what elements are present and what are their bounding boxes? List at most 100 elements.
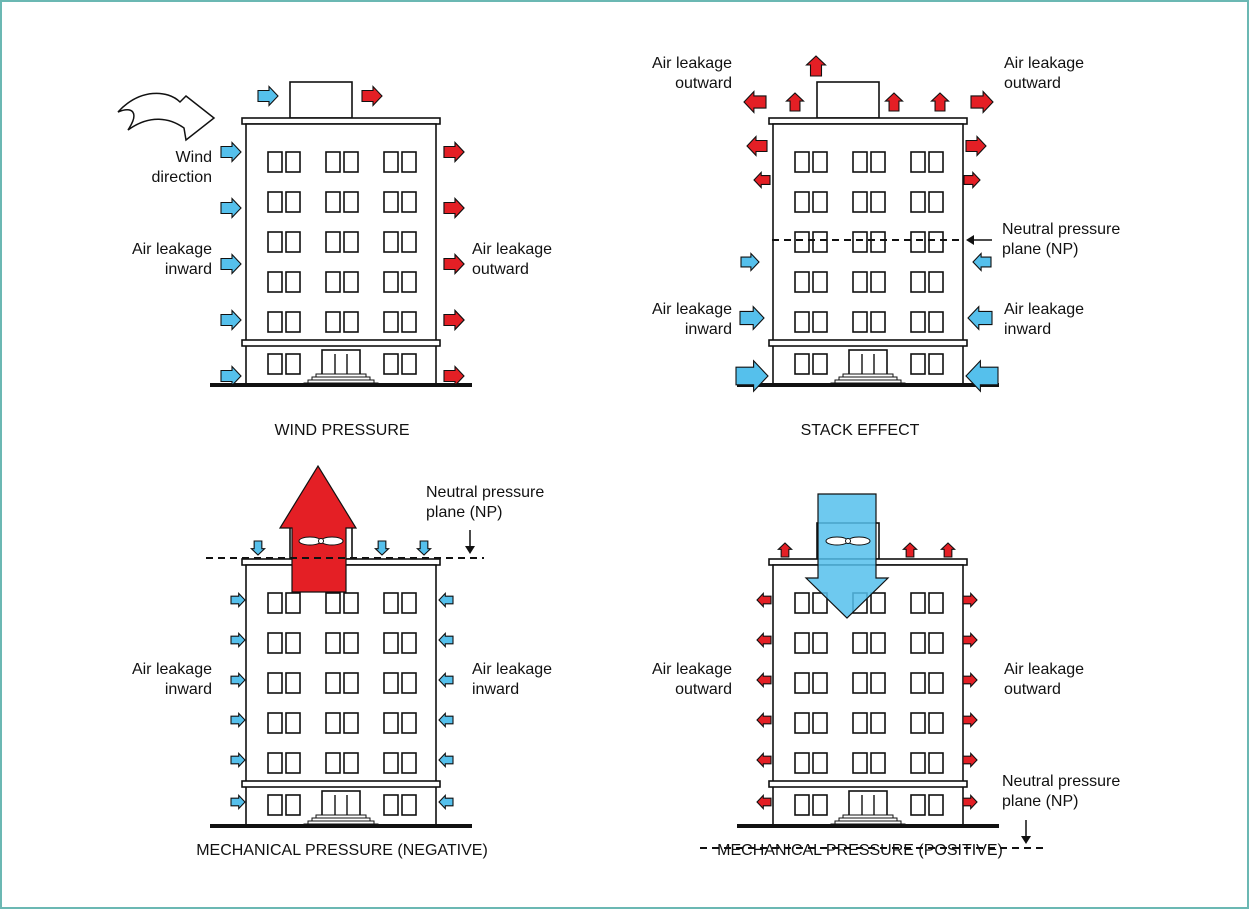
inward-arrow-icon: [230, 793, 246, 811]
window: [325, 271, 341, 293]
window: [285, 672, 301, 694]
window: [928, 752, 944, 774]
window: [852, 672, 868, 694]
window: [794, 231, 810, 253]
window: [910, 794, 926, 816]
outward-arrow-icon: [443, 141, 465, 163]
inward-arrow-icon: [230, 711, 246, 729]
inward-arrow-icon: [257, 85, 279, 107]
exhaust-arrow-icon: [278, 464, 358, 593]
window: [870, 752, 886, 774]
base-band: [768, 780, 968, 788]
window: [794, 311, 810, 333]
window: [267, 353, 283, 375]
window: [910, 311, 926, 333]
window: [383, 712, 399, 734]
window: [325, 592, 341, 614]
fan-blade: [847, 536, 871, 546]
stack-np-label-1: Neutral pressure: [1002, 221, 1120, 238]
inward-arrow-icon: [415, 540, 433, 556]
inward-arrow-icon: [373, 540, 391, 556]
window: [794, 794, 810, 816]
inward-arrow-icon: [438, 793, 454, 811]
panel-mechanical-negative: Neutral pressure plane (NP) Air leakage …: [132, 484, 552, 859]
pos-left-label-1: Air leakage: [652, 661, 732, 678]
window: [383, 271, 399, 293]
stack-bottom-left-label-2: inward: [685, 321, 732, 338]
window: [928, 151, 944, 173]
window: [910, 271, 926, 293]
outward-arrow-icon: [962, 591, 978, 609]
window: [285, 794, 301, 816]
window: [870, 712, 886, 734]
window: [852, 752, 868, 774]
window: [812, 672, 828, 694]
supply-arrow-icon: [804, 493, 890, 619]
window: [401, 712, 417, 734]
fan-blade: [320, 536, 344, 546]
outward-arrow-icon: [443, 197, 465, 219]
outward-arrow-icon: [361, 85, 383, 107]
outward-arrow-icon: [785, 92, 805, 112]
fan-blade: [298, 536, 322, 546]
window: [343, 311, 359, 333]
pos-caption: MECHANICAL PRESSURE (POSITIVE): [717, 842, 1003, 859]
window: [401, 191, 417, 213]
window: [852, 712, 868, 734]
fan-blade: [825, 536, 849, 546]
fan-hub: [318, 538, 324, 544]
inward-arrow-icon: [220, 197, 242, 219]
building-wind: [210, 81, 472, 387]
outward-arrow-icon: [776, 542, 794, 558]
window: [910, 632, 926, 654]
neg-np-label-1: Neutral pressure: [426, 484, 544, 501]
window: [383, 231, 399, 253]
window: [870, 592, 886, 614]
stack-caption: STACK EFFECT: [801, 422, 920, 439]
neg-np-label-2: plane (NP): [426, 504, 502, 521]
window: [812, 712, 828, 734]
panel-wind-pressure: Wind direction Air leakage inward Air le…: [117, 92, 552, 439]
window: [852, 231, 868, 253]
outward-arrow-icon: [756, 711, 772, 729]
wind-right-label-2: outward: [472, 261, 529, 278]
base-band: [241, 339, 441, 347]
inward-arrow-icon: [972, 252, 992, 272]
window: [325, 231, 341, 253]
base-band: [241, 780, 441, 788]
window: [401, 672, 417, 694]
window: [852, 632, 868, 654]
window: [267, 151, 283, 173]
window: [383, 311, 399, 333]
stack-top-left-label-1: Air leakage: [652, 55, 732, 72]
window: [812, 151, 828, 173]
pos-np-pointer-head-icon: [1021, 836, 1031, 844]
window: [910, 712, 926, 734]
window: [910, 231, 926, 253]
window: [383, 592, 399, 614]
window: [870, 191, 886, 213]
window: [383, 794, 399, 816]
outward-arrow-icon: [970, 90, 994, 114]
wind-direction-label-1: Wind: [176, 149, 212, 166]
inward-arrow-icon: [230, 751, 246, 769]
window: [383, 632, 399, 654]
wind-direction-label-2: direction: [152, 169, 212, 186]
window: [325, 191, 341, 213]
window: [285, 151, 301, 173]
pos-left-label-2: outward: [675, 681, 732, 698]
base-band: [768, 339, 968, 347]
window: [794, 752, 810, 774]
window: [812, 311, 828, 333]
window: [812, 353, 828, 375]
window: [928, 271, 944, 293]
inward-arrow-icon: [230, 631, 246, 649]
window: [928, 794, 944, 816]
inward-arrow-icon: [739, 305, 765, 331]
inward-arrow-icon: [438, 671, 454, 689]
window: [401, 231, 417, 253]
outward-arrow-icon: [756, 631, 772, 649]
outward-arrow-icon: [884, 92, 904, 112]
window: [812, 752, 828, 774]
